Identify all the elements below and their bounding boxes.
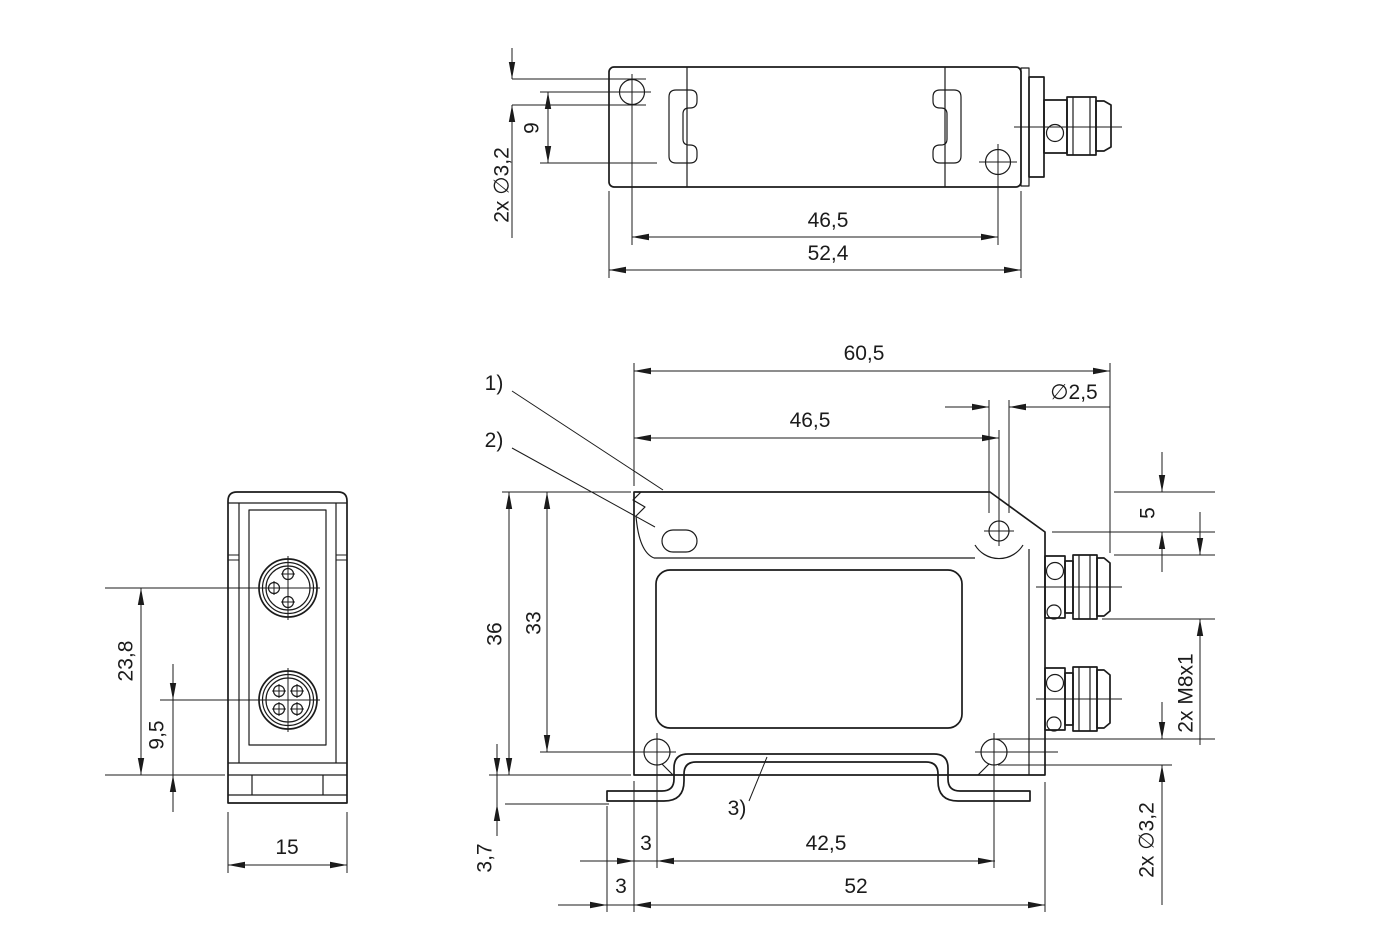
dim-side-width: 15 [275,836,298,859]
dim-front-bottom-hole-spacing: 42,5 [806,832,847,855]
top-view-body [608,66,1022,188]
dim-front-overall-height: 36 [484,622,507,645]
front-view-upper-m8-connector [1036,554,1122,620]
side-view-face-panel [248,509,327,746]
side-view-vertical-edges [238,503,337,795]
side-view: 23,8 9,5 15 [105,491,348,873]
side-view-lower-connector [160,668,320,732]
dim-front-foot-overhang: 3 [615,875,627,898]
callout-3: 3) [728,797,747,820]
callout-1: 1) [485,372,504,395]
dim-top-hole-dia: 2x ∅3,2 [491,147,514,223]
dim-front-top-hole-dia: ∅2,5 [1050,381,1098,404]
dim-side-upper-connector-height: 23,8 [115,641,138,682]
dim-front-hole-center-height: 33 [523,611,546,634]
dim-front-bracket-offset: 3,7 [474,843,497,872]
dim-front-bottom-hole-dia: 2x ∅3,2 [1136,802,1159,878]
front-view-hole-pad-chamfers [661,763,990,776]
dim-front-top-hole-spacing: 46,5 [790,409,831,432]
dim-top-overall-length: 52,4 [808,242,849,265]
side-view-body [227,491,348,804]
top-view: 2x ∅3,2 9 46,5 52,4 [491,48,1122,278]
dim-front-connector-thread: 2x M8x1 [1175,653,1198,732]
front-view: 1) 2) 3) 60,5 46,5 ∅2,5 36 33 [474,342,1215,912]
front-view-break-mark [632,491,655,559]
dim-front-edge-to-hole: 3 [640,832,652,855]
side-view-horizontal-edges [228,502,347,796]
top-view-edge-lines [686,67,946,187]
front-view-lower-m8-connector [1036,666,1122,732]
dim-front-body-length: 52 [844,875,867,898]
top-view-connector [1014,67,1122,187]
dim-side-lower-connector-height: 9,5 [146,720,169,749]
dim-front-overall-length: 60,5 [844,342,885,365]
front-view-body [633,491,1046,776]
top-view-right-slot [932,89,962,164]
side-view-lower-connector-centerlines [160,668,320,732]
side-view-dimensions: 23,8 9,5 15 [105,588,348,873]
side-view-flange-notches [228,554,347,561]
top-view-hole-left-crosshair [613,74,651,245]
front-view-boss-arc [974,544,1024,560]
front-view-top-hole-crosshair [984,430,1014,546]
front-view-callouts: 1) 2) 3) [485,372,768,820]
front-view-oval-slot [661,529,698,553]
dim-top-hole-spacing: 46,5 [808,209,849,232]
front-view-bracket [606,753,1031,802]
callout-2: 2) [485,429,504,452]
dim-front-chamfer-height: 5 [1137,507,1160,519]
top-view-hole-right-crosshair [979,144,1017,245]
top-view-left-slot [668,89,698,164]
front-view-label-recess [655,569,963,729]
dim-top-hole-offset: 9 [521,122,544,134]
side-view-upper-connector-centerlines [105,556,320,620]
side-view-upper-connector [105,556,320,620]
top-view-dimensions: 2x ∅3,2 9 46,5 52,4 [491,48,1022,278]
front-view-dimensions: 60,5 46,5 ∅2,5 36 33 3,7 [474,342,1215,912]
